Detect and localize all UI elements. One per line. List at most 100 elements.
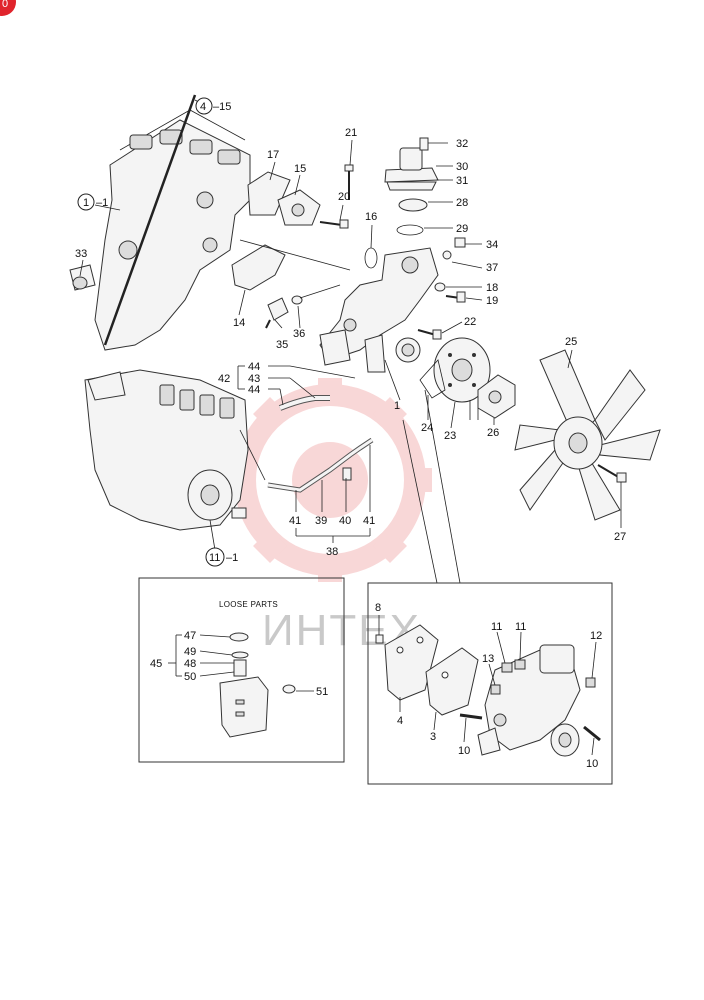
- svg-text:26: 26: [487, 427, 499, 439]
- svg-text:42: 42: [218, 373, 230, 385]
- svg-text:24: 24: [421, 422, 433, 434]
- svg-text:32: 32: [456, 138, 468, 150]
- gasket-part-29: [396, 224, 424, 236]
- clamp-part-40: [342, 467, 352, 481]
- gasket-part-3-detail: [425, 647, 479, 716]
- o-ring-part-16: [364, 247, 378, 269]
- svg-text:19: 19: [486, 295, 498, 307]
- oil-filler-cap-assembly: [219, 632, 269, 738]
- svg-text:1: 1: [83, 197, 89, 209]
- bolt-part-21: [344, 164, 354, 200]
- washer-part-37: [442, 250, 452, 260]
- loose-parts-leaders: [168, 634, 314, 692]
- svg-text:22: 22: [464, 316, 476, 328]
- callout-circle-1: 1: [77, 193, 95, 211]
- svg-text:40: 40: [339, 515, 351, 527]
- stud-part-24b: [469, 400, 479, 420]
- water-pump-housing-part-1: [319, 247, 439, 373]
- svg-text:28: 28: [456, 197, 468, 209]
- svg-text:4: 4: [200, 101, 206, 113]
- svg-text:34: 34: [486, 239, 498, 251]
- thermostat-part-28: [398, 198, 428, 212]
- svg-text:12: 12: [590, 630, 602, 642]
- svg-text:23: 23: [444, 430, 456, 442]
- svg-text:31: 31: [456, 175, 468, 187]
- injection-pump-body: [84, 369, 249, 531]
- svg-text:41: 41: [363, 515, 375, 527]
- svg-text:47: 47: [184, 630, 196, 642]
- svg-text:27: 27: [614, 531, 626, 543]
- cooling-fan-part-25: [514, 349, 661, 521]
- loose-parts-title: LOOSE PARTS: [219, 600, 278, 609]
- svg-text:4: 4: [397, 715, 403, 727]
- detail-leaders: [378, 615, 597, 756]
- pipe-inner-part-39: [267, 438, 373, 492]
- svg-text:3: 3: [430, 731, 436, 743]
- svg-text:36: 36: [293, 328, 305, 340]
- svg-text:10: 10: [586, 758, 598, 770]
- bolt-part-32: [419, 137, 429, 151]
- svg-text:44: 44: [248, 361, 260, 373]
- svg-text:18: 18: [486, 282, 498, 294]
- svg-text:44: 44: [248, 384, 260, 396]
- svg-text:51: 51: [316, 686, 328, 698]
- plug-part-33: [72, 276, 88, 290]
- cylinder-head-block: [69, 94, 251, 351]
- washer-part-51: [282, 684, 296, 694]
- leader-line: [239, 239, 351, 271]
- water-outlet-part-15: [247, 171, 321, 226]
- part-number-labels: 17 15 21 20 16 33 14 35 36 32 30 31 28 2…: [75, 127, 626, 770]
- plug-part-11b: [514, 659, 526, 670]
- svg-text:48: 48: [184, 658, 196, 670]
- bolt-part-20: [319, 219, 349, 229]
- belt-part-24: [419, 359, 446, 399]
- svg-text:25: 25: [565, 336, 577, 348]
- callout-c11-sub: –1: [226, 552, 238, 564]
- callout-circle-4: 4: [195, 97, 213, 115]
- svg-text:8: 8: [375, 602, 381, 614]
- svg-text:20: 20: [338, 191, 350, 203]
- svg-text:43: 43: [248, 373, 260, 385]
- washer-part-36: [291, 295, 303, 305]
- gasket-part-14: [231, 244, 286, 291]
- svg-text:37: 37: [486, 262, 498, 274]
- pin-part-10b: [583, 725, 601, 742]
- plug-part-13: [490, 684, 501, 695]
- svg-text:11: 11: [209, 552, 220, 564]
- svg-text:13: 13: [482, 653, 494, 665]
- plug-part-11a: [501, 662, 513, 673]
- pulley-part-23: [433, 337, 491, 403]
- svg-text:41: 41: [289, 515, 301, 527]
- svg-text:21: 21: [345, 127, 357, 139]
- svg-text:29: 29: [456, 223, 468, 235]
- washer-part-18: [434, 282, 446, 292]
- thermostat-cover-part-30: [384, 147, 439, 191]
- svg-text:45: 45: [150, 658, 162, 670]
- callout-c1-sub: –1: [96, 197, 108, 209]
- pin-part-10a: [459, 713, 483, 720]
- svg-text:38: 38: [326, 546, 338, 558]
- corner-badge-text: 0: [2, 0, 8, 10]
- callout-c4-sub: –15: [213, 101, 231, 113]
- spacer-part-26: [477, 374, 516, 419]
- gasket-part-4-detail: [384, 624, 439, 701]
- svg-text:15: 15: [294, 163, 306, 175]
- bolt-part-8-detail: [375, 634, 384, 644]
- corner-badge: 0: [0, 0, 16, 16]
- bolt-part-19: [445, 291, 466, 303]
- loose-parts-box: [138, 577, 345, 763]
- svg-text:33: 33: [75, 248, 87, 260]
- svg-text:11: 11: [515, 621, 526, 633]
- water-pump-housing-detail: [477, 644, 581, 757]
- water-pump-detail-box: [367, 582, 613, 785]
- svg-text:39: 39: [315, 515, 327, 527]
- bolt-part-34: [454, 237, 466, 248]
- svg-text:50: 50: [184, 671, 196, 683]
- svg-text:11: 11: [491, 621, 502, 633]
- svg-text:14: 14: [233, 317, 245, 329]
- svg-text:17: 17: [267, 149, 279, 161]
- svg-text:49: 49: [184, 646, 196, 658]
- callout-circle-11: 11: [205, 547, 225, 567]
- svg-text:16: 16: [365, 211, 377, 223]
